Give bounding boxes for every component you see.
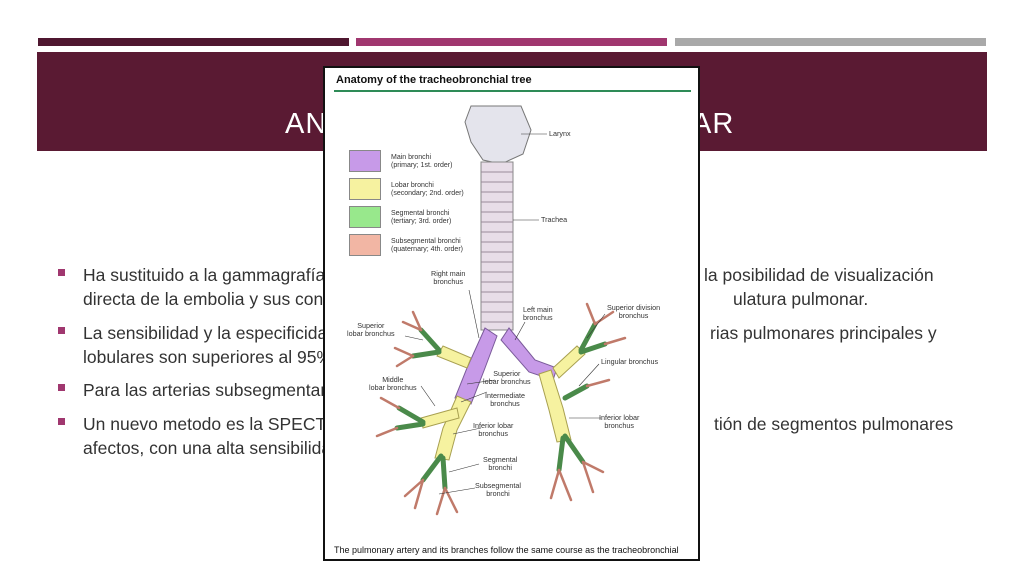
figure-caption: The pulmonary artery and its branches fo… bbox=[334, 545, 679, 555]
tracheobronchial-figure: Anatomy of the tracheobronchial tree bbox=[323, 66, 700, 561]
bullet-marker bbox=[58, 327, 65, 334]
subsegmental-bronchi bbox=[375, 302, 627, 516]
legend-swatch-subsegmental bbox=[349, 234, 381, 256]
bullet-text: afectos, con una alta sensibilidad bbox=[83, 438, 341, 458]
accent-bar-middle bbox=[356, 38, 667, 46]
left-superior-division bbox=[552, 345, 586, 379]
bullet-text: Ha sustituido a la gammagrafía bbox=[83, 265, 326, 285]
figure-title: Anatomy of the tracheobronchial tree bbox=[336, 74, 532, 86]
bullet-marker bbox=[58, 269, 65, 276]
label-lingular-bronchus: Lingular bronchus bbox=[601, 357, 659, 366]
bullet-marker bbox=[58, 384, 65, 391]
legend-text-segmental: Segmental bronchi(tertiary; 3rd. order) bbox=[391, 210, 452, 225]
bullet-text: ulatura pulmonar. bbox=[733, 289, 869, 309]
left-inferior-lobar bbox=[538, 369, 572, 443]
slide-title-left: AN bbox=[285, 108, 328, 140]
trachea-rings bbox=[481, 171, 513, 323]
legend-swatch-lobar bbox=[349, 178, 381, 200]
label-trachea: Trachea bbox=[541, 215, 568, 224]
legend-text-main: Main bronchi(primary; 1st. order) bbox=[391, 154, 453, 169]
bullet-text: Para las arterias subsegmentaria bbox=[83, 380, 340, 400]
bullet-text: rias pulmonares principales y bbox=[710, 323, 937, 343]
legend-swatch-segmental bbox=[349, 206, 381, 228]
right-inferior-lobar bbox=[434, 395, 472, 461]
legend-swatch-main bbox=[349, 150, 381, 172]
label-larynx: Larynx bbox=[549, 129, 571, 138]
bullet-marker bbox=[58, 418, 65, 425]
legend-text-lobar: Lobar bronchi(secondary; 2nd. order) bbox=[391, 182, 464, 197]
right-superior-lobar bbox=[436, 345, 472, 369]
bullet-text: La sensibilidad y la especificidad bbox=[83, 323, 337, 343]
accent-bar-left bbox=[38, 38, 349, 46]
middle-lobar bbox=[420, 407, 460, 429]
bullet-text: la posibilidad de visualización bbox=[704, 265, 934, 285]
figure-title-rule bbox=[334, 90, 691, 92]
legend-text-subsegmental: Subsegmental bronchi(quaternary; 4th. or… bbox=[391, 238, 463, 253]
bullet-text: Un nuevo metodo es la SPECT bbox=[83, 414, 327, 434]
bullet-text: tión de segmentos pulmonares bbox=[714, 414, 954, 434]
segmental-bronchi bbox=[394, 321, 608, 491]
accent-bar-right bbox=[675, 38, 986, 46]
bullet-text: directa de la embolia y sus cons bbox=[83, 289, 333, 309]
bullet-text: lobulares son superiores al 95% bbox=[83, 347, 333, 367]
bronchial-tree-illustration bbox=[375, 105, 627, 516]
label-pointers bbox=[404, 133, 606, 495]
